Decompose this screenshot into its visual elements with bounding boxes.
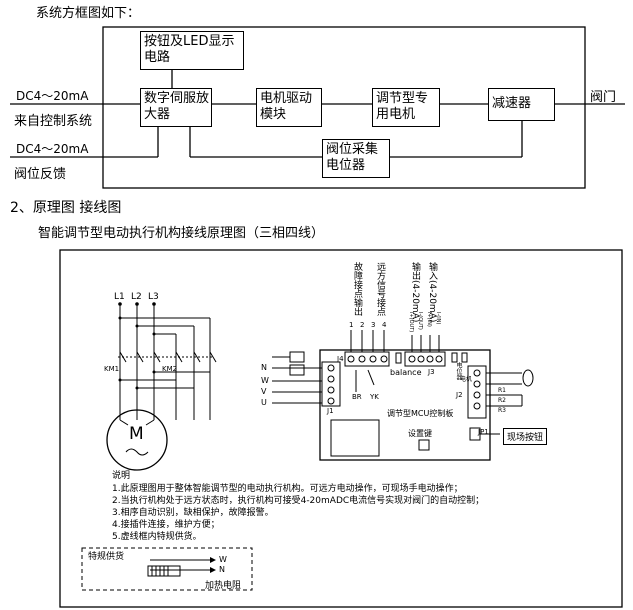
reducer-label: 减速器 <box>492 96 532 111</box>
note-item-1: 1.此原理图用于整体智能调节型的电动执行机构。可远方电动操作，可现场手电动操作； <box>112 484 463 494</box>
j3-label: J3 <box>428 368 435 376</box>
motor-pot-label: 电位器 <box>455 362 462 380</box>
button-led-label: 按钮及LED显示电路 <box>144 34 235 65</box>
reg-motor-label: 调节型专用电机 <box>376 91 429 122</box>
set-key-label: 设置键 <box>408 429 432 438</box>
motor-drive-box: 电机驱动模块 <box>256 88 322 127</box>
j1-label: J1 <box>327 407 334 415</box>
feedback-signal: DC4～20mA <box>16 142 89 156</box>
phase-l1: L1 <box>114 292 125 302</box>
balance-label: balance <box>390 368 422 377</box>
servo-amp-box: 数字伺服放大器 <box>140 88 212 127</box>
notes-title: 说明 <box>112 471 131 481</box>
j2-r3: R3 <box>498 407 506 414</box>
j4-pin-1: 1 <box>349 321 354 329</box>
j2-side-label: 电机 <box>460 376 473 383</box>
n-label: N <box>261 363 267 372</box>
j4-label: J4 <box>337 355 344 363</box>
field-button-label: 现场按钮 <box>503 428 548 445</box>
input-source: 来自控制系统 <box>14 114 93 129</box>
note-item-5: 5.虚线框内特规供货。 <box>112 532 202 542</box>
br-label: BR <box>352 393 362 401</box>
input-label: 输入(4-20mA) <box>427 262 437 323</box>
j4-pin-2: 2 <box>360 321 365 329</box>
km1-label: KM1 <box>104 365 120 373</box>
fault-output-label: 故障接点输出 <box>352 262 362 316</box>
phase-l2: L2 <box>131 292 142 302</box>
input-signal: DC4～20mA <box>16 89 89 103</box>
intro-text: 系统方框图如下： <box>36 6 141 21</box>
j4-pin-3: 3 <box>371 321 376 329</box>
heater-w-label: W <box>219 555 227 564</box>
j3-pin-3: I+(IN) <box>426 312 432 327</box>
w-label: W <box>261 376 269 385</box>
reg-motor-box: 调节型专用电机 <box>372 88 440 127</box>
heater-label: 加热电阻 <box>205 581 242 591</box>
u-label: U <box>261 398 267 407</box>
j2-label: J2 <box>456 391 463 399</box>
valve-label: 阀门 <box>590 90 617 105</box>
servo-amp-label: 数字伺服放大器 <box>144 91 210 122</box>
pos-sensor-box: 阀位采集电位器 <box>322 139 390 178</box>
reducer-box: 减速器 <box>488 88 555 121</box>
board-label: 调节型MCU控制板 <box>387 409 454 418</box>
pos-sensor-label: 阀位采集电位器 <box>326 142 379 173</box>
j2-r2: R2 <box>498 397 506 404</box>
note-item-4: 4.接插件连接，维护方便； <box>112 520 220 530</box>
j3-pin-1: I+(OUT) <box>408 312 414 333</box>
output-label: 输出(4-20mA) <box>410 262 420 323</box>
v-label: V <box>261 387 267 396</box>
j4-pin-4: 4 <box>382 321 387 329</box>
j3-pin-4: I-(IN) <box>435 312 441 325</box>
feedback-label: 阀位反馈 <box>14 167 67 182</box>
yk-label: YK <box>370 393 379 401</box>
section2-subtitle: 智能调节型电动执行机构接线原理图（三相四线） <box>38 226 325 241</box>
note-item-3: 3.相序自动识别，缺相保护，故障报警。 <box>112 508 274 518</box>
heater-n-label: N <box>219 565 225 574</box>
j3-pin-2: I-(OUT) <box>417 312 423 330</box>
km2-label: KM2 <box>162 365 178 373</box>
remote-signal-label: 远方信号接点 <box>375 262 385 316</box>
motor-drive-label: 电机驱动模块 <box>260 91 313 122</box>
phase-l3: L3 <box>148 292 159 302</box>
note-item-2: 2.当执行机构处于远方状态时，执行机构可接受4-20mADC电流信号实现对阀门的… <box>112 496 485 506</box>
motor-label: M <box>129 424 144 444</box>
section2-heading: 2、原理图 接线图 <box>10 200 122 216</box>
jp1-label: JP1 <box>478 428 489 436</box>
button-led-box: 按钮及LED显示电路 <box>140 31 244 70</box>
special-supply-label: 特规供货 <box>88 552 125 562</box>
j2-r1: R1 <box>498 387 506 394</box>
